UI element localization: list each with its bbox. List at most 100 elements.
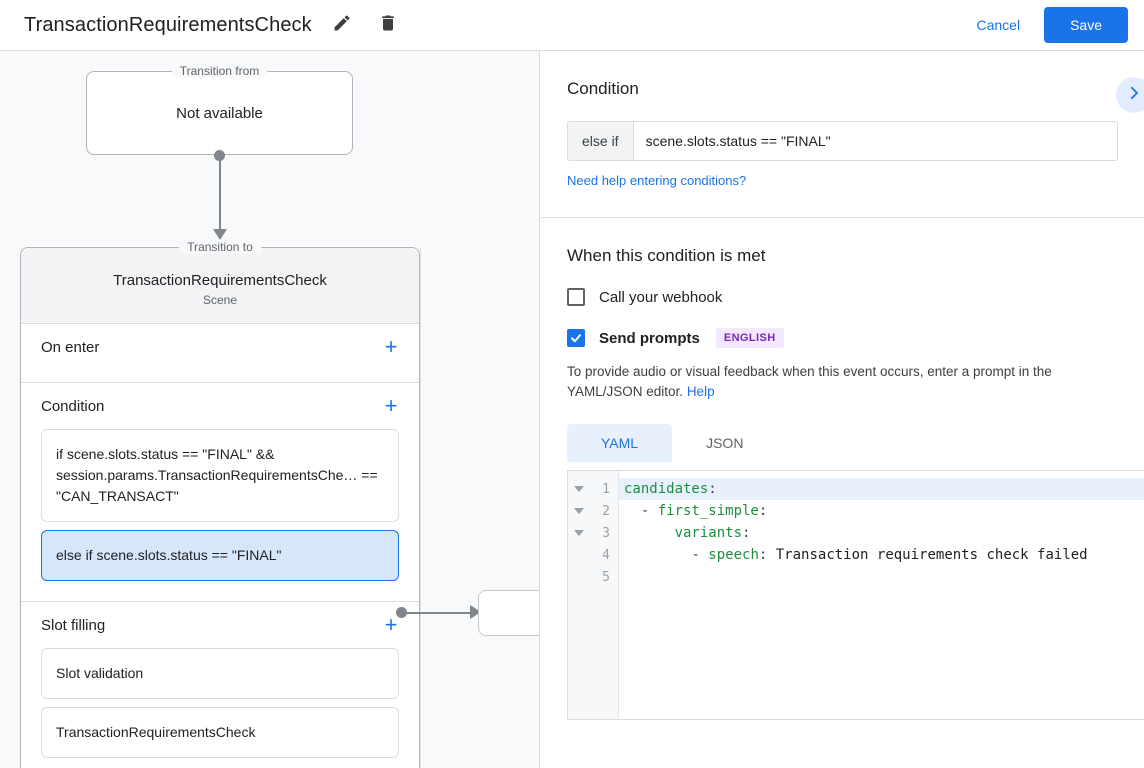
add-condition-button[interactable]: + xyxy=(384,393,398,418)
edit-title-button[interactable] xyxy=(328,11,356,39)
code-editor-wrap: 1 2 3 4 5 candidates: - first_simple: varian… xyxy=(541,470,1144,720)
code-indent: - xyxy=(624,547,709,563)
editor-line-number: 5 xyxy=(568,566,618,588)
code-colon: : xyxy=(758,547,768,563)
code-key: speech xyxy=(708,547,759,563)
editor-code-line[interactable]: - speech: Transaction requirements check… xyxy=(619,544,1144,566)
condition-prefix-label: else if xyxy=(568,122,634,160)
code-indent xyxy=(624,525,675,541)
code-colon: : xyxy=(742,525,751,541)
line-number: 4 xyxy=(602,547,610,563)
transition-from-legend: Transition from xyxy=(171,64,268,78)
condition-help-link[interactable]: Need help entering conditions? xyxy=(567,173,747,188)
code-colon: : xyxy=(708,481,717,497)
section-on-enter: On enter + xyxy=(21,323,419,382)
section-condition: Condition + if scene.slots.status == "FI… xyxy=(21,382,419,601)
code-key: variants xyxy=(674,525,743,541)
app-header: TransactionRequirementsCheck Cancel Save xyxy=(0,0,1144,51)
canvas-guideline xyxy=(420,247,421,768)
editor-code-line[interactable] xyxy=(619,566,1144,588)
send-prompts-row[interactable]: Send prompts ENGLISH xyxy=(567,328,1118,348)
flow-canvas[interactable]: Transition from Not available Transition… xyxy=(0,51,540,768)
connector-arrow xyxy=(213,229,227,240)
condition-met-heading: When this condition is met xyxy=(567,246,766,265)
fold-triangle-icon[interactable] xyxy=(574,486,584,492)
condition-item[interactable]: if scene.slots.status == "FINAL" && sess… xyxy=(41,429,399,522)
section-slot-filling-header: Slot filling + xyxy=(21,602,419,648)
transition-from-label: Not available xyxy=(176,104,263,122)
code-colon: : xyxy=(758,503,768,519)
condition-item-selected[interactable]: else if scene.slots.status == "FINAL" xyxy=(41,530,399,581)
code-editor[interactable]: 1 2 3 4 5 candidates: - first_simple: varian… xyxy=(567,470,1144,720)
transition-to-subtitle: Scene xyxy=(202,293,238,307)
page-title: TransactionRequirementsCheck xyxy=(24,13,312,36)
condition-input-row[interactable]: else if xyxy=(567,121,1118,161)
editor-code-line[interactable]: - first_simple: xyxy=(619,500,1144,522)
slot-filling-item[interactable]: Slot validation xyxy=(41,648,399,699)
section-slot-filling-title: Slot filling xyxy=(41,616,106,634)
condition-met-block: When this condition is met Call your web… xyxy=(541,218,1144,462)
editor-line-number: 3 xyxy=(568,522,618,544)
line-number: 1 xyxy=(602,481,610,497)
cancel-button[interactable]: Cancel xyxy=(962,8,1034,42)
line-number: 2 xyxy=(602,503,610,519)
send-prompts-label: Send prompts xyxy=(599,329,700,347)
add-slot-filling-button[interactable]: + xyxy=(384,612,398,637)
condition-edge-line xyxy=(402,612,474,614)
detail-divider xyxy=(541,217,1144,218)
editor-code-area[interactable]: candidates: - first_simple: variants: - … xyxy=(619,471,1144,719)
tab-yaml[interactable]: YAML xyxy=(567,424,673,462)
fold-triangle-icon[interactable] xyxy=(574,508,584,514)
connector-line xyxy=(219,155,221,231)
section-condition-title: Condition xyxy=(41,397,105,415)
editor-line-number: 1 xyxy=(568,478,618,500)
code-indent: - xyxy=(624,503,658,519)
condition-expression-input[interactable] xyxy=(633,122,1117,160)
editor-code-line[interactable]: variants: xyxy=(619,522,1144,544)
delete-button[interactable] xyxy=(374,11,402,39)
trash-icon xyxy=(378,13,398,38)
editor-code-line[interactable]: candidates: xyxy=(619,478,1144,500)
expand-panel-button[interactable] xyxy=(1116,77,1144,113)
line-number: 3 xyxy=(602,525,610,541)
condition-edge-dot xyxy=(396,607,407,618)
transition-from-node[interactable]: Transition from Not available xyxy=(86,64,353,155)
code-key: first_simple xyxy=(657,503,759,519)
transition-to-title: TransactionRequirementsCheck xyxy=(113,272,327,289)
code-key: candidates xyxy=(624,481,709,497)
call-webhook-label: Call your webhook xyxy=(599,288,723,306)
pencil-icon xyxy=(332,13,352,38)
section-on-enter-title: On enter xyxy=(41,338,100,356)
tab-json[interactable]: JSON xyxy=(706,435,744,451)
save-button[interactable]: Save xyxy=(1044,7,1128,43)
detail-panel: Condition else if Need help entering con… xyxy=(541,51,1144,768)
add-on-enter-button[interactable]: + xyxy=(384,334,398,359)
section-on-enter-header: On enter + xyxy=(21,324,419,370)
section-slot-filling: Slot filling + Slot validation Transacti… xyxy=(21,601,419,768)
editor-line-number: 4 xyxy=(568,544,618,566)
transition-to-legend: Transition to xyxy=(179,240,261,254)
editor-gutter[interactable]: 1 2 3 4 5 xyxy=(568,471,619,719)
editor-format-tabs: YAML JSON xyxy=(567,424,1118,462)
fold-triangle-icon[interactable] xyxy=(574,530,584,536)
webhook-row[interactable]: Call your webhook xyxy=(567,288,1118,306)
prompts-help-link[interactable]: Help xyxy=(686,384,715,399)
chevron-right-icon xyxy=(1125,84,1143,107)
section-condition-header: Condition + xyxy=(21,383,419,429)
condition-heading: Condition xyxy=(567,79,639,98)
prompts-helper-sentence: To provide audio or visual feedback when… xyxy=(567,364,1052,399)
code-value: Transaction requirements check failed xyxy=(767,547,1088,563)
header-actions: Cancel Save xyxy=(962,7,1128,43)
transition-to-header: TransactionRequirementsCheck Scene xyxy=(21,248,419,323)
slot-filling-item[interactable]: TransactionRequirementsCheck xyxy=(41,707,399,758)
editor-line-number: 2 xyxy=(568,500,618,522)
transition-to-node[interactable]: Transition to TransactionRequirementsChe… xyxy=(20,240,420,768)
line-number: 5 xyxy=(602,569,610,585)
section-condition-body: if scene.slots.status == "FINAL" && sess… xyxy=(21,429,419,581)
condition-block: Condition else if Need help entering con… xyxy=(541,51,1144,190)
target-node-preview[interactable] xyxy=(478,590,539,636)
send-prompts-checkbox[interactable] xyxy=(567,329,585,347)
check-icon xyxy=(570,334,582,343)
call-webhook-checkbox[interactable] xyxy=(567,288,585,306)
condition-edge-arrow xyxy=(470,605,481,619)
